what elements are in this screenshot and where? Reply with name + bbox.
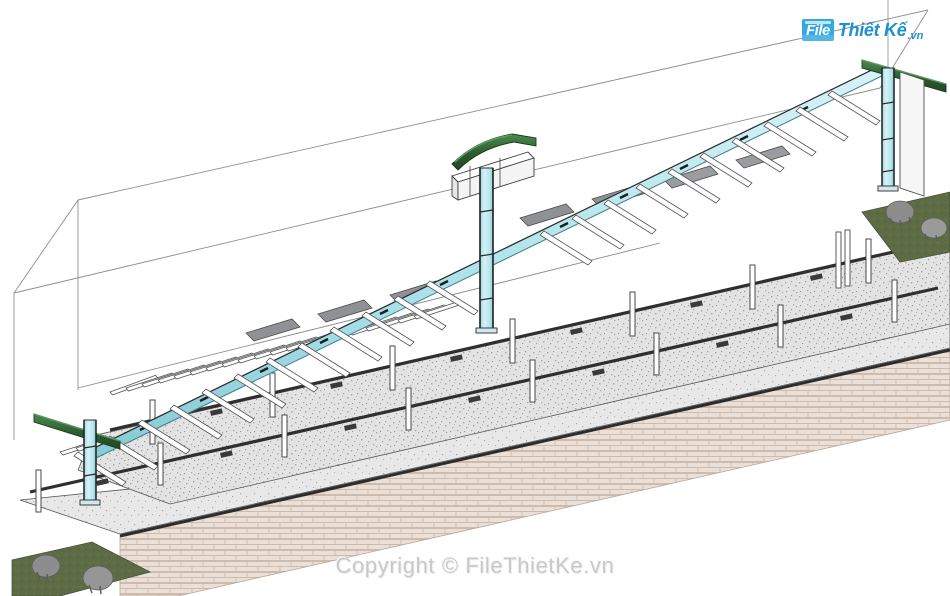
green-cross-beam-left [33, 413, 121, 450]
logo-badge-file: File [802, 19, 834, 41]
logo-word-thietke: Thiết Kế [837, 20, 907, 40]
landscape-strip-left [11, 541, 152, 596]
column-center [451, 133, 537, 334]
brick-retaining-wall [119, 348, 950, 596]
rock [885, 200, 948, 242]
handrail-lower[interactable] [29, 279, 939, 513]
rafter-array-lower [73, 90, 881, 487]
green-arch-beam [451, 133, 537, 171]
deck-posts [835, 229, 851, 289]
landscape-strip-right [861, 191, 950, 263]
column-left [33, 413, 121, 506]
rock [31, 554, 114, 595]
filethietke-logo-watermark: File Thiết Kế .vn [802, 17, 923, 43]
column-right [861, 59, 947, 197]
logo-tld: .vn [907, 30, 924, 42]
